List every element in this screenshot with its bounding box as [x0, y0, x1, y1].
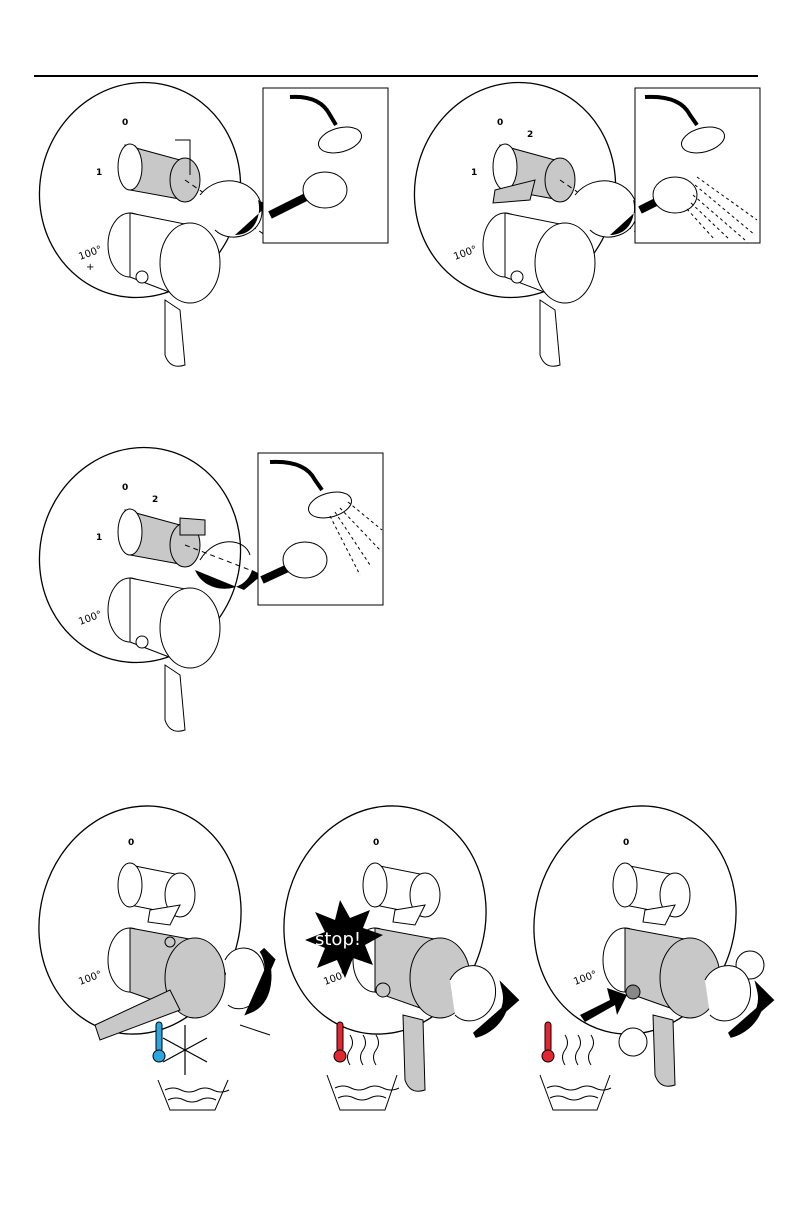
inset-hand-shower-spray [635, 88, 760, 243]
stop-label: stop! [315, 929, 361, 950]
water-bath-icon [158, 1080, 229, 1110]
svg-text:0: 0 [128, 838, 134, 848]
inset-both-outlets [258, 453, 383, 605]
mark-1: 1 [96, 168, 102, 178]
rotate-arrow-icon [705, 966, 770, 1035]
svg-text:2: 2 [152, 495, 158, 505]
svg-text:0: 0 [122, 483, 128, 493]
rotate-arrow-icon [450, 966, 515, 1035]
snowflake-icon [163, 1025, 207, 1075]
svg-text:2: 2 [527, 130, 533, 140]
thermometer-icon [542, 1022, 554, 1062]
lever-handle[interactable] [165, 300, 185, 366]
svg-text:0: 0 [623, 838, 629, 848]
rotate-arrow-icon [225, 948, 272, 1035]
temperature-stop-figure: 0 100° stop! [275, 810, 535, 1140]
svg-text:1: 1 [96, 533, 102, 543]
diverter-both-outlets-figure: 0 2 1 100° [30, 450, 400, 740]
inset-hand-shower [263, 88, 388, 243]
svg-text:1: 1 [471, 168, 477, 178]
diverter-position-1-figure: 0 1 100° + [30, 85, 400, 375]
temperature-override-figure: 0 100° [525, 810, 785, 1140]
svg-text:0: 0 [373, 838, 379, 848]
temperature-cold-figure: 0 100° [30, 810, 280, 1140]
header-rule [34, 75, 758, 77]
svg-text:+: + [86, 262, 94, 273]
lever-handle[interactable] [540, 300, 560, 366]
lever-handle[interactable] [403, 1015, 425, 1091]
step-circle-1 [619, 1028, 647, 1056]
lever-handle[interactable] [165, 665, 185, 731]
mark-0: 0 [122, 118, 128, 128]
lever-handle[interactable] [653, 1015, 675, 1086]
svg-text:0: 0 [497, 118, 503, 128]
diverter-position-2-figure: 0 2 1 100° [405, 85, 775, 375]
